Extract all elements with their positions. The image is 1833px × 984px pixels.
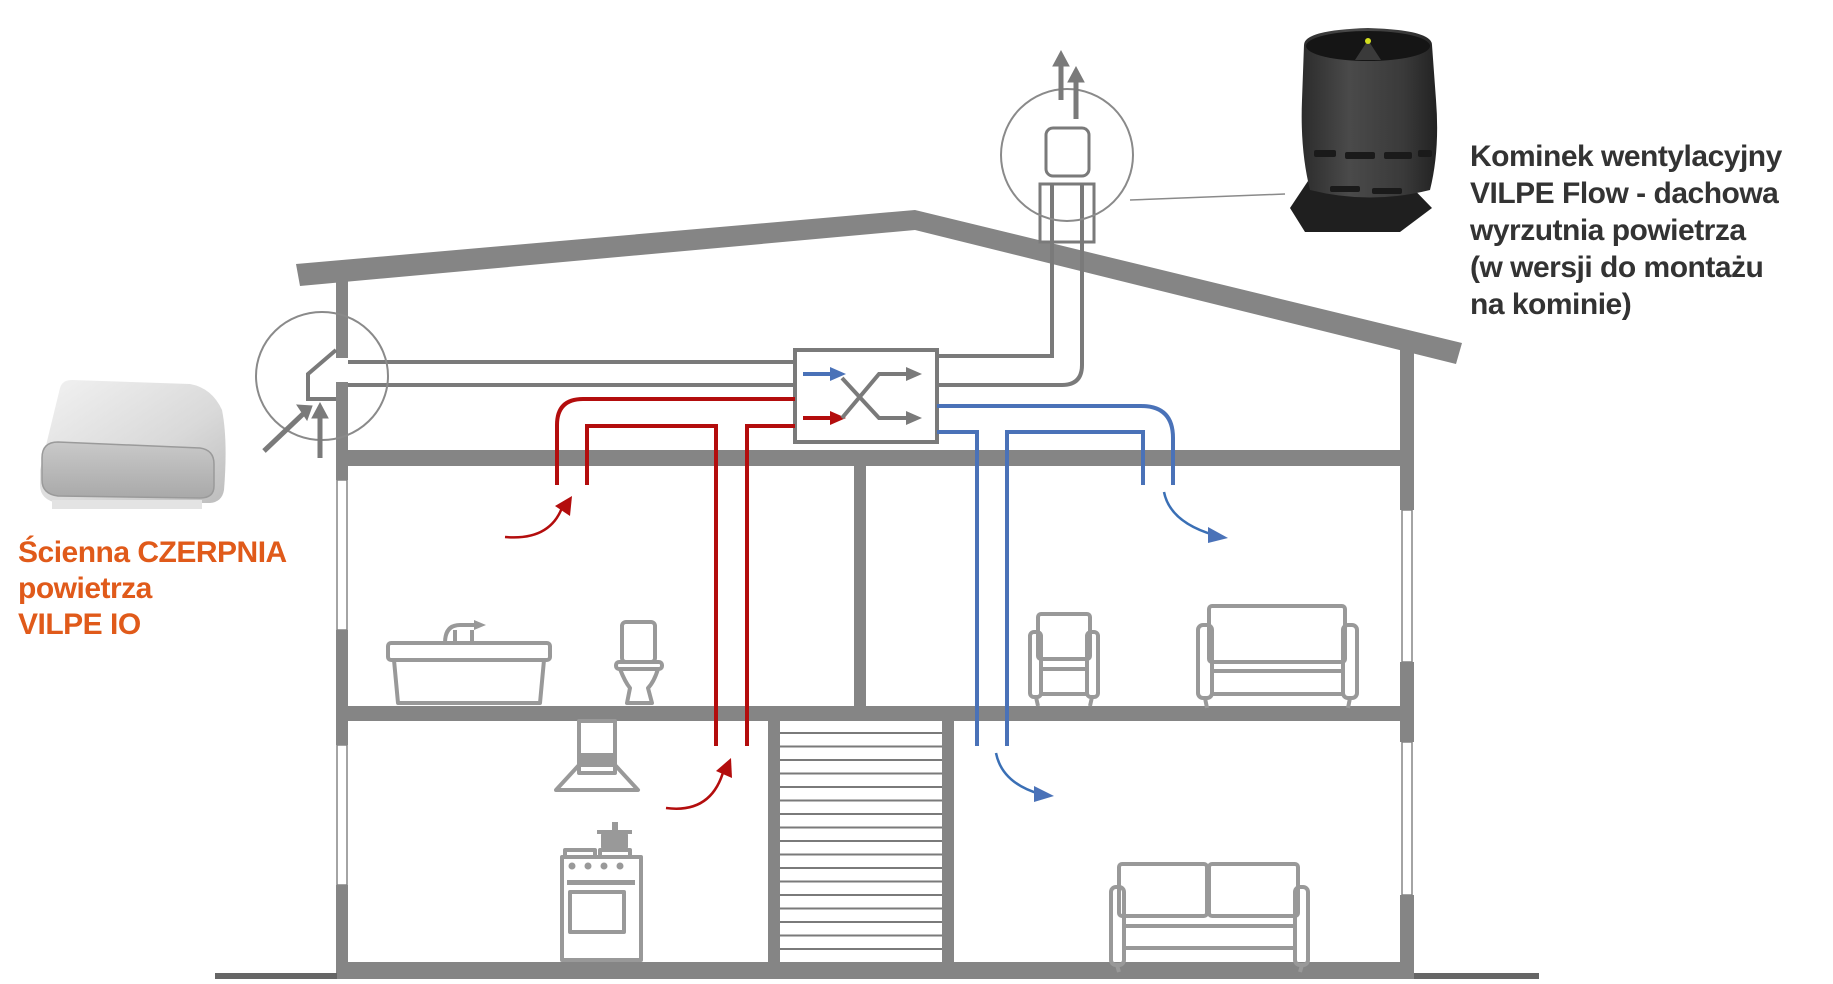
range-hood-icon [554, 719, 640, 792]
staircase [780, 732, 942, 950]
intake-arrows [262, 401, 329, 458]
supply-in-arrow [803, 367, 846, 381]
extract-duct-riser [745, 424, 795, 746]
stair-wall-right [942, 721, 954, 962]
roof-vent-cap [1044, 126, 1091, 178]
ground-line-left [215, 973, 337, 979]
supply-duct-inner [1005, 430, 1145, 746]
exhaust-label-line: Kominek wentylacyjny [1470, 140, 1782, 173]
crossflow-icon [840, 367, 922, 425]
attic-floor [336, 450, 1414, 466]
furniture [386, 604, 1359, 973]
right-wall-top [1400, 348, 1414, 510]
supply-duct-outer [937, 404, 1175, 485]
supply-arrowhead-lower [1034, 786, 1054, 802]
ground-line-right [1414, 973, 1539, 979]
exhaust-label-line: (w wersji do montażu [1470, 251, 1764, 284]
extract-arrowhead-upper [555, 496, 572, 516]
chimney-column [1038, 182, 1096, 244]
house-structure [215, 210, 1539, 979]
stove-icon [560, 822, 643, 962]
right-window-upper [1401, 509, 1413, 663]
exhaust-callout-line [1129, 193, 1286, 201]
extract-duct-outer [555, 397, 795, 485]
roof-ventilation-fan-icon [1290, 28, 1438, 232]
intake-product-label: Ścienna CZERPNIA powietrza VILPE IO [18, 535, 338, 643]
wall-air-intake-icon [40, 380, 226, 509]
intake-hood [306, 348, 338, 401]
left-wall-top [336, 278, 348, 358]
bathtub-icon [386, 620, 552, 705]
exhaust-duct-outer [937, 220, 1084, 387]
left-wall-lower [336, 885, 348, 977]
extract-flow-arrow-lower [665, 768, 726, 810]
supply-flow-arrow-lower [994, 752, 1041, 796]
intake-label-line: Ścienna CZERPNIA [18, 536, 287, 569]
roof [296, 210, 1462, 364]
heat-recovery-unit-icon [793, 348, 939, 444]
extract-arrowhead-lower [716, 758, 732, 778]
right-wall-low [1400, 895, 1414, 977]
ground-floor [336, 962, 1414, 979]
exhaust-product-label: Kominek wentylacyjny VILPE Flow - dachow… [1470, 138, 1830, 323]
supply-arrowhead-upper [1208, 527, 1228, 543]
extract-ducts [504, 397, 795, 810]
left-wall [336, 630, 348, 745]
supply-flow-arrow-upper [1162, 491, 1215, 537]
armchair-icon [1028, 612, 1100, 707]
sofa-icon [1196, 604, 1359, 709]
extract-in-arrow [803, 411, 846, 425]
left-window-upper [336, 479, 348, 631]
exhaust-label-line: na kominie) [1470, 288, 1632, 321]
right-window-lower [1401, 741, 1413, 896]
gray-ducts [255, 49, 1286, 458]
left-window-lower [336, 744, 348, 886]
supply-ducts [937, 404, 1228, 802]
right-wall-mid [1400, 662, 1414, 742]
heat-recovery-unit [793, 348, 939, 444]
extract-flow-arrow-upper [504, 504, 565, 539]
partition-upper [854, 466, 866, 706]
toilet-icon [614, 620, 664, 705]
exhaust-duct-inner [937, 220, 1054, 358]
exhaust-label-line: wyrzutnia powietrza [1470, 214, 1746, 247]
extract-duct-inner [585, 424, 718, 746]
exhaust-label-line: VILPE Flow - dachowa [1470, 177, 1779, 210]
intake-label-line: VILPE IO [18, 608, 141, 641]
supply-duct-riser [937, 430, 979, 746]
exhaust-detail-circle [1000, 88, 1134, 222]
middle-floor [336, 706, 1414, 721]
intake-label-line: powietrza [18, 572, 152, 605]
loveseat-icon [1109, 862, 1310, 973]
exhaust-arrows [1052, 49, 1085, 119]
stair-wall-left [768, 721, 780, 962]
